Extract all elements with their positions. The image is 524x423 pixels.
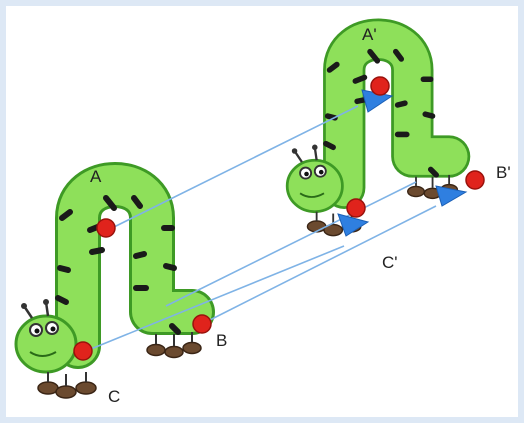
arrowhead-icon [435,185,468,207]
vector-line-c [85,245,345,352]
vector-line-b [201,205,437,325]
label-c: C [108,387,120,406]
point-b-prime [465,170,485,190]
arrowhead-icon [337,213,370,237]
point-c-prime [346,198,366,218]
label-a-prime: A' [362,25,377,44]
vector-line-a [111,105,359,229]
label-c-prime: C' [382,253,398,272]
caterpillar-original [16,185,201,398]
point-a [96,218,116,238]
caterpillar-translated [287,40,457,236]
point-a-prime [370,76,390,96]
translation-diagram: A B C A' B' C' [6,6,511,417]
vector-line-b2 [165,181,417,307]
label-a: A [90,167,102,186]
label-b-prime: B' [496,163,511,182]
point-c [73,341,93,361]
point-b [192,314,212,334]
label-b: B [216,331,227,350]
translation-vectors [85,105,437,352]
